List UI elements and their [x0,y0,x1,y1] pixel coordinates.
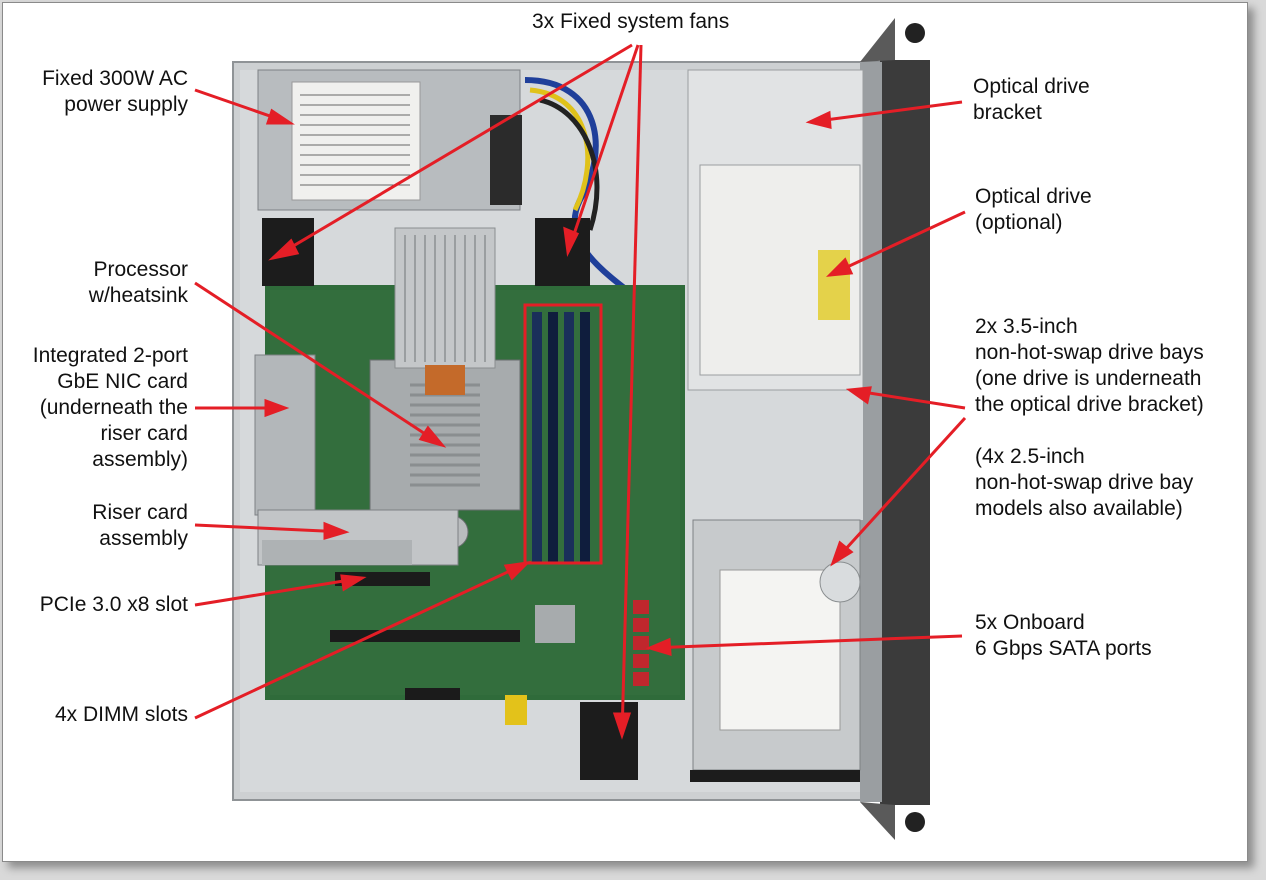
callout-arrows [194,43,967,740]
label-line: PCIe 3.0 x8 slot [39,593,188,616]
label-line: riser card [100,422,188,445]
label-line: (underneath the [39,396,188,419]
label-optical-bracket: Optical drive bracket [973,74,1090,126]
label-line: Riser card [92,501,188,524]
pcie-slot [335,572,430,586]
label-line: (one drive is underneath [975,367,1202,390]
label-dimm-slots: 4x DIMM slots [14,702,188,728]
nic-bracket [254,354,316,516]
front-bezel [880,60,930,805]
label-line: 5x Onboard [975,611,1085,634]
label-line: assembly) [92,448,188,471]
label-power-supply: Fixed 300W AC power supply [14,66,188,118]
label-line: 2x 3.5-inch [975,315,1078,338]
label-line: bracket [973,101,1042,124]
label-riser-card: Riser card assembly [14,500,188,552]
dimm-highlight-box [523,303,603,565]
sata-ports [633,600,649,686]
label-line: GbE NIC card [57,370,188,393]
chipset-heatsink [535,605,575,643]
label-drive-bays: 2x 3.5-inch non-hot-swap drive bays (one… [975,314,1204,418]
fan-2 [535,218,590,286]
label-line: Optical drive [975,185,1092,208]
label-line: non-hot-swap drive bay [975,471,1194,494]
label-line: Integrated 2-port [32,344,188,367]
label-optical-drive: Optical drive (optional) [975,184,1092,236]
label-line: (optional) [975,211,1063,234]
label-pcie-slot: PCIe 3.0 x8 slot [4,592,188,618]
label-system-fans: 3x Fixed system fans [532,9,729,35]
label-line: Fixed 300W AC [42,67,188,90]
label-sata-ports: 5x Onboard 6 Gbps SATA ports [975,610,1152,662]
label-line: models also available) [975,497,1183,520]
label-line: Processor [93,258,188,281]
label-line: Optical drive [973,75,1090,98]
label-line: assembly [99,527,188,550]
rack-screw-bottom [905,812,925,832]
label-line: w/heatsink [88,284,188,307]
label-line: (4x 2.5-inch [975,445,1085,468]
label-line: the optical drive bracket) [975,393,1204,416]
rack-screw-top [905,23,925,43]
label-nic-card: Integrated 2-port GbE NIC card (undernea… [4,343,188,473]
label-line: 4x DIMM slots [54,703,188,726]
label-drive-bays-alt: (4x 2.5-inch non-hot-swap drive bay mode… [975,444,1193,522]
dimm-slots [532,312,590,562]
label-line: 3x Fixed system fans [532,10,730,33]
label-processor: Processor w/heatsink [14,257,188,309]
label-line: 6 Gbps SATA ports [975,637,1152,660]
label-line: power supply [64,93,188,116]
label-line: non-hot-swap drive bays [975,341,1204,364]
